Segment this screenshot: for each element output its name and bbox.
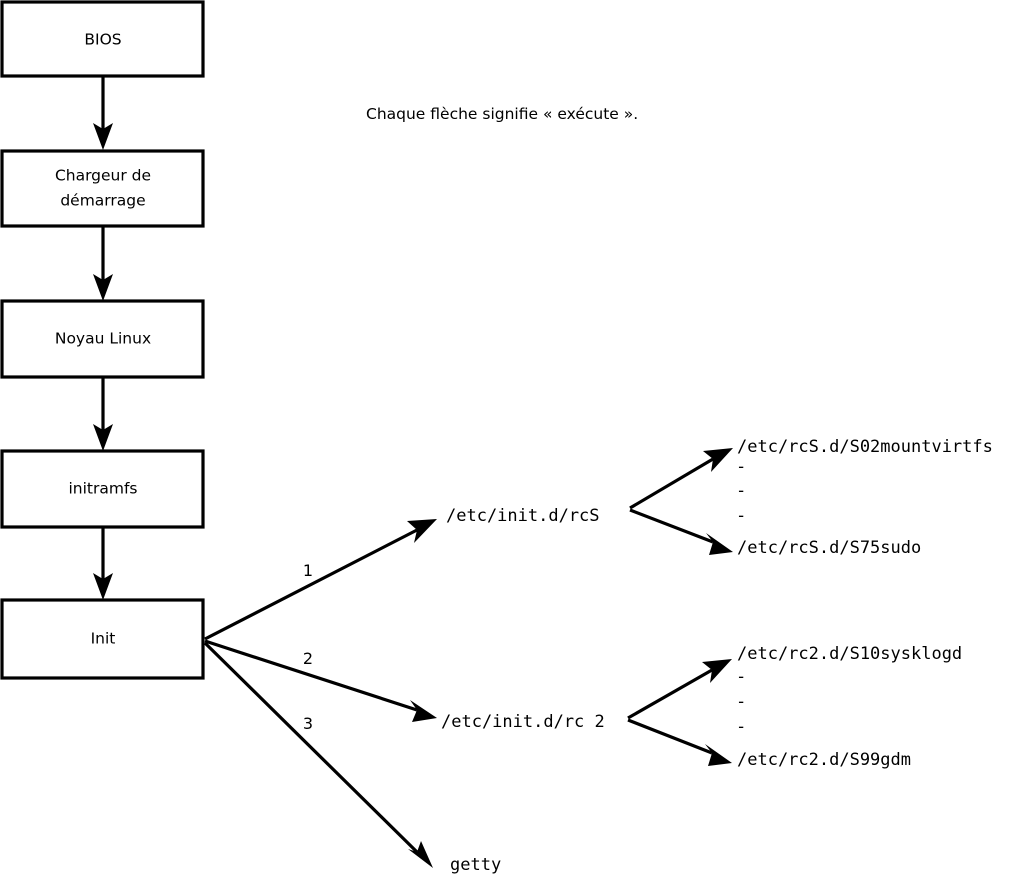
arrow-head-icon (93, 123, 113, 150)
arrow-init-to-getty (203, 641, 433, 868)
arrow-head-icon (407, 519, 437, 543)
arrow-init-to-rcs (204, 519, 437, 641)
arrow-rcs-to-first-script (629, 448, 733, 510)
node-bios[interactable]: BIOS (0, 0, 205, 78)
arrow-rc2-to-first-script (627, 659, 732, 720)
arrow-init-to-rc2 (204, 639, 437, 722)
rc2-ellipsis-dash-1: - (736, 667, 746, 687)
arrow-rcs-to-last-script (629, 508, 733, 555)
arrow-bios-to-bootloader (93, 76, 113, 150)
target-label-rcs: /etc/init.d/rcS (446, 506, 600, 526)
arrow-head-icon (93, 573, 113, 600)
diagram-caption: Chaque flèche signifie « exécute ». (366, 105, 638, 123)
arrow-initramfs-to-init (93, 527, 113, 600)
node-kernel[interactable]: Noyau Linux (0, 299, 205, 379)
rcs-script-first: /etc/rcS.d/S02mountvirtfs (737, 437, 993, 457)
node-init[interactable]: Init (0, 598, 205, 680)
arrow-head-icon (93, 274, 113, 301)
arrow-head-icon (702, 659, 732, 683)
arrow-head-icon (706, 533, 733, 555)
bootloader-label-line1: Chargeur de (55, 167, 151, 185)
arrow-head-icon (93, 424, 113, 451)
target-label-getty: getty (450, 855, 501, 875)
node-initramfs[interactable]: initramfs (0, 449, 205, 529)
rcs-ellipsis-dash-2: - (736, 481, 746, 501)
init-label: Init (91, 630, 116, 648)
arrow-head-icon (703, 448, 733, 472)
bios-box (0, 0, 205, 78)
rcs-script-last: /etc/rcS.d/S75sudo (737, 538, 921, 558)
rcs-ellipsis-dash-1: - (736, 457, 746, 477)
rc2-script-last: /etc/rc2.d/S99gdm (737, 750, 911, 770)
arrow-label-1: 1 (303, 561, 313, 580)
bootloader-label-line2: démarrage (60, 192, 145, 210)
kernel-label: Noyau Linux (55, 330, 151, 348)
initramfs-box (0, 449, 205, 529)
rc2-script-first: /etc/rc2.d/S10sysklogd (737, 644, 962, 664)
rc2-ellipsis-dash-3: - (736, 717, 746, 737)
arrow-label-3: 3 (303, 714, 313, 733)
arrow-bootloader-to-kernel (93, 226, 113, 301)
initramfs-label: initramfs (68, 480, 137, 498)
arrow-label-2: 2 (303, 649, 313, 668)
arrow-rc2-to-last-script (627, 718, 732, 766)
bootloader-box (0, 149, 205, 228)
init-box (0, 598, 205, 680)
node-bootloader[interactable]: Chargeur de démarrage (0, 149, 205, 228)
arrow-head-icon (408, 841, 433, 868)
rcs-ellipsis-dash-3: - (736, 506, 746, 526)
arrow-head-icon (410, 700, 437, 722)
arrow-kernel-to-initramfs (93, 377, 113, 451)
target-label-rc2: /etc/init.d/rc 2 (441, 712, 605, 732)
arrow-head-icon (705, 744, 732, 766)
rc2-ellipsis-dash-2: - (736, 692, 746, 712)
bios-label: BIOS (84, 31, 121, 49)
